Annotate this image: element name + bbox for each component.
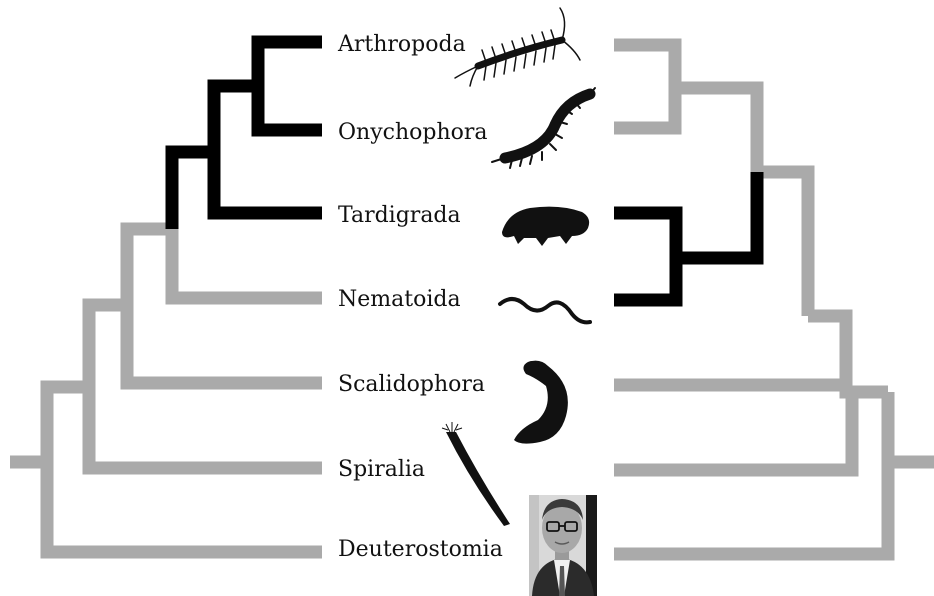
label-deuterostomia: Deuterostomia [338,537,503,562]
tardigrade-icon [502,207,589,246]
right-node-upper [757,172,808,316]
left-branch-arthropoda [258,42,322,86]
right-branch-scalidophora [614,316,846,385]
label-tardigrada: Tardigrada [338,203,461,228]
left-branch-nematoida [172,229,322,298]
right-branch-nematoida [614,258,676,300]
right-node-t-n [676,172,757,258]
velvet-worm-icon [492,88,595,168]
label-onychophora: Onychophora [338,120,488,145]
label-scalidophora: Scalidophora [338,372,485,397]
left-branch-tardigrada [214,86,322,213]
portrait-photo [529,495,597,596]
centipede-icon [455,8,580,86]
label-spiralia: Spiralia [338,457,425,482]
left-tree-black-branches [172,42,322,229]
left-tree-gray-branches [10,229,322,552]
label-arthropoda: Arthropoda [337,32,466,57]
right-tree-black-branches [614,172,757,300]
right-tree [614,45,934,554]
priapulid-icon [514,361,568,444]
right-branch-arthropoda [614,45,675,88]
right-node-mid [846,350,888,392]
nematode-icon [500,299,590,322]
right-branch-spiralia [614,392,852,470]
left-branch-onychophora [258,86,322,130]
left-tree [10,42,322,552]
label-nematoida: Nematoida [338,287,461,312]
right-node-a-o [675,88,757,172]
right-branch-onychophora [614,88,675,128]
right-branch-tardigrada [614,213,676,258]
spiralian-worm-icon [442,422,510,526]
left-branch-scalidophora [127,229,322,383]
